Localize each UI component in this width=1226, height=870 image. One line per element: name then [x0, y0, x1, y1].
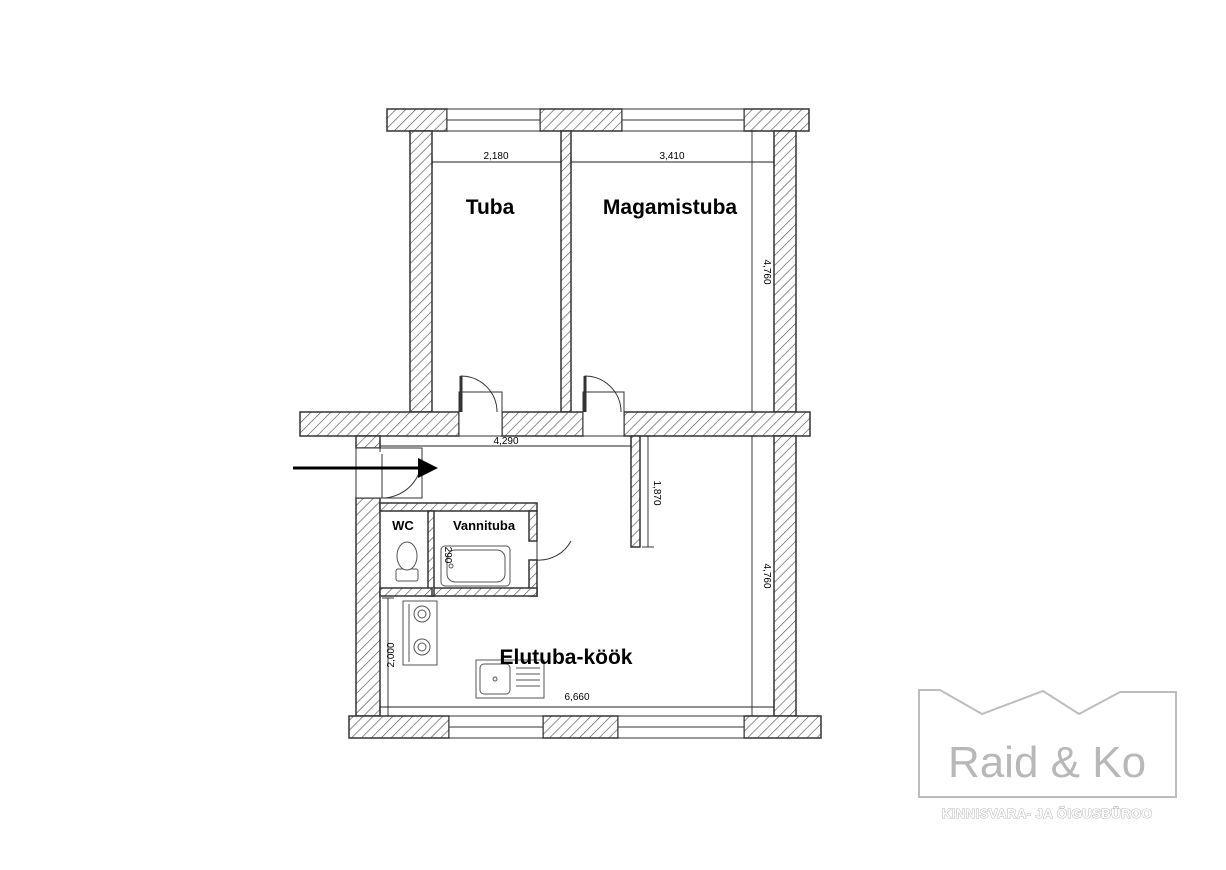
- dim-hall-width: 4,290: [493, 436, 518, 447]
- walls: [299, 108, 822, 739]
- wall-wc-bottom: [379, 587, 433, 597]
- room-label-elutuba-kook: Elutuba-köök: [499, 646, 632, 669]
- logo-mountain-frame: [918, 689, 1177, 798]
- wall-lower-left-top: [355, 435, 381, 449]
- dim-upper-height: 4,760: [761, 259, 772, 284]
- dim-lower-height: 4,760: [761, 563, 772, 588]
- wall-bottom-mid: [542, 715, 619, 739]
- wall-middle-c: [623, 411, 811, 437]
- wall-bottom-left: [348, 715, 450, 739]
- door-magamistuba: [584, 375, 622, 413]
- wall-middle-b: [501, 411, 584, 437]
- dim-partition-length: 1,870: [651, 480, 662, 505]
- dim-kitchen-length: 2,000: [386, 642, 397, 667]
- room-label-vannituba: Vannituba: [453, 518, 516, 533]
- wall-partition-upper: [560, 130, 572, 413]
- dim-bath: 290: [442, 547, 453, 564]
- wall-upper-right: [773, 130, 797, 413]
- fixtures: [395, 541, 545, 699]
- wall-lower-left: [355, 497, 381, 717]
- wall-top-left: [386, 108, 448, 132]
- stove-icon: [402, 600, 438, 666]
- wall-wc-bath-bottom: [431, 587, 538, 597]
- windows: [446, 108, 745, 739]
- sink-icon: [475, 659, 545, 699]
- wall-top-right: [743, 108, 810, 132]
- wall-wc-bath-right: [528, 510, 538, 542]
- room-label-tuba: Tuba: [466, 196, 515, 219]
- door-vannituba: [536, 522, 572, 561]
- entrance-arrow-icon: [293, 458, 438, 478]
- logo-tagline: KINNISVARA- JA ÕIGUSBÜROO: [942, 806, 1152, 821]
- wall-middle-a: [299, 411, 460, 437]
- toilet-icon: [395, 541, 419, 582]
- bathtub-icon: [440, 545, 511, 587]
- logo: Raid & Ko KINNISVARA- JA ÕIGUSBÜROO: [918, 689, 1177, 822]
- dim-living-width: 6,660: [564, 692, 589, 703]
- wall-bottom-right: [743, 715, 822, 739]
- wall-wc-divider: [427, 510, 435, 597]
- dimension-lines: [379, 130, 775, 717]
- room-label-wc: WC: [392, 518, 414, 533]
- wall-top-mid: [539, 108, 623, 132]
- dim-magamistuba-width: 3,410: [659, 151, 684, 162]
- wall-wc-bath: [379, 502, 538, 512]
- door-tuba: [460, 375, 498, 413]
- doors: [355, 375, 625, 561]
- logo-name: Raid & Ko: [948, 738, 1146, 787]
- dim-tuba-width: 2,180: [483, 151, 508, 162]
- wall-interior-partition: [630, 435, 641, 548]
- room-label-magamistuba: Magamistuba: [603, 196, 738, 219]
- wall-lower-right: [773, 435, 797, 717]
- wall-upper-left: [409, 130, 433, 413]
